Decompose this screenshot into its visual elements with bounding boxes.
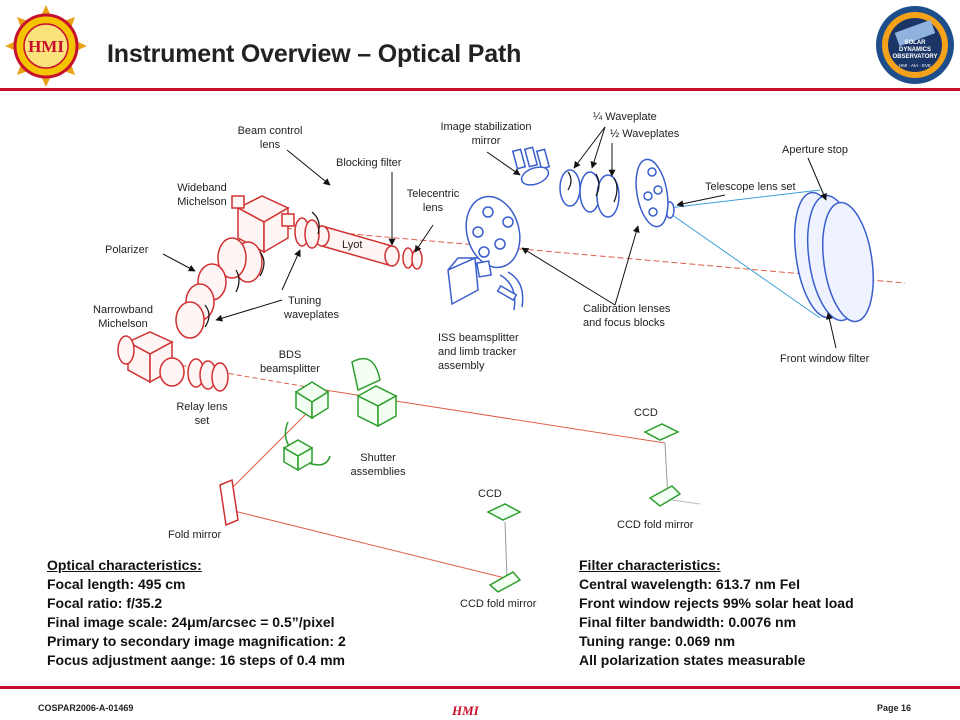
label-beam-control-lens-line1: Beam control [237,125,303,137]
label-iss-beamsplitter: ISS beamsplitter and limb tracker assemb… [438,331,519,373]
label-bds-line1: BDS [278,349,302,361]
filter-line-bandwidth: Final filter bandwidth: 0.0076 nm [579,614,797,630]
waveplates [559,169,620,218]
optical-line-focal-length: Focal length: 495 cm [47,576,186,592]
label-quarter-waveplate: ¼ Waveplate [593,111,657,123]
label-calibration-lenses: Calibration lenses and focus blocks [583,302,670,330]
hmi-logo-text: HMI [28,37,64,56]
label-ccd-middle: CCD [478,488,502,500]
optical-line-magnification: Primary to secondary image magnification… [47,633,346,649]
image-stabilization-mirror [511,146,551,186]
label-relay-line1: Relay lens [176,401,228,413]
label-beam-control-lens: Beam control lens [224,124,316,152]
optical-line-image-scale: Final image scale: 24μm/arcsec = 0.5”/pi… [47,614,335,630]
telescope-beam-cone [667,189,821,319]
label-narrowband-michelson: Narrowband Michelson [78,303,168,331]
hmi-logo: HMI [5,5,87,87]
label-aperture-stop: Aperture stop [782,144,849,156]
label-image-stabilization-mirror: Image stabilization mirror [422,120,550,148]
calibration-wheel [635,158,669,228]
label-half-waveplates: ½ Waveplates [610,128,680,140]
iss-beamsplitter [447,256,524,311]
label-blocking-filter: Blocking filter [336,157,402,169]
filter-line-front-window: Front window rejects 99% solar heat load [579,595,854,611]
filter-line-central-wavelength: Central wavelength: 613.7 nm FeI [579,576,800,592]
label-tuning-line1: Tuning [288,295,322,307]
label-tuning-line2: waveplates [284,309,340,321]
label-wideband-line1: Wideband [177,182,227,194]
label-shutter-line2: assemblies [350,466,406,478]
green-optics [282,357,682,593]
label-bds-beamsplitter: BDS beamsplitter [248,348,332,376]
label-telescope-lens-set: Telescope lens set [705,181,796,193]
footer-rule [0,686,960,689]
filter-line-polarization: All polarization states measurable [579,652,806,668]
label-telecentric-lens: Telecentric lens [400,187,466,215]
label-ccd-fold-mirror-right: CCD fold mirror [617,519,694,531]
red-optics [117,195,423,527]
label-image-stabilization-line1: Image stabilization [440,121,532,133]
label-image-stabilization-line2: mirror [471,135,501,147]
filter-characteristics-heading: Filter characteristics: [579,557,721,573]
filter-characteristics: Filter characteristics: Central waveleng… [579,556,854,670]
sdo-logo-line2: DYNAMICS [899,47,931,53]
label-telecentric-line2: lens [422,202,444,214]
label-ccd-fold-mirror-middle: CCD fold mirror [460,598,537,610]
label-shutter-line1: Shutter [360,452,396,464]
filter-line-tuning-range: Tuning range: 0.069 nm [579,633,736,649]
label-ccd-right: CCD [634,407,658,419]
optical-characteristics: Optical characteristics: Focal length: 4… [47,556,346,670]
sdo-logo: SOLAR DYNAMICS OBSERVATORY HMI · AIA · E… [876,6,954,84]
label-narrowband-line1: Narrowband [93,304,153,316]
label-relay-lens-set: Relay lens set [162,400,242,428]
label-beam-control-lens-line2: lens [259,139,281,151]
slide-title: Instrument Overview – Optical Path [107,40,522,68]
optical-line-focal-ratio: Focal ratio: f/35.2 [47,595,163,611]
beam-lines [149,224,906,579]
label-shutter-assemblies: Shutter assemblies [336,451,420,479]
footer-document-id: COSPAR2006-A-01469 [38,703,134,713]
sdo-logo-bottom: HMI · AIA · EVE [899,63,931,68]
sdo-logo-line3: OBSERVATORY [892,54,937,60]
label-lyot: Lyot [342,239,363,251]
optical-characteristics-heading: Optical characteristics: [47,557,202,573]
label-telecentric-line1: Telecentric [406,188,460,200]
label-calibration-line1: Calibration lenses [583,303,671,315]
header-rule [0,88,960,91]
label-polarizer: Polarizer [105,244,149,256]
footer-hmi-mark: HMI [452,703,479,718]
sdo-logo-line1: SOLAR [905,40,927,46]
label-relay-line2: set [194,415,210,427]
label-tuning-waveplates: Tuning waveplates [284,294,339,322]
label-bds-line2: beamsplitter [260,363,320,375]
label-narrowband-line2: Michelson [98,318,148,330]
label-iss-line1: ISS beamsplitter [438,332,519,344]
footer-page-number: Page 16 [877,703,912,713]
callout-arrows [162,126,837,349]
label-iss-line2: and limb tracker [438,346,517,358]
label-iss-line3: assembly [438,360,485,372]
label-front-window-filter: Front window filter [780,353,870,365]
iss-wheel [465,195,521,269]
label-wideband-line2: Michelson [177,196,227,208]
optical-line-focus-adjustment: Focus adjustment aange: 16 steps of 0.4 … [47,652,345,668]
label-calibration-line2: and focus blocks [583,317,665,329]
label-wideband-michelson: Wideband Michelson [164,181,240,209]
label-fold-mirror: Fold mirror [168,529,222,541]
telescope-optics [665,191,874,323]
